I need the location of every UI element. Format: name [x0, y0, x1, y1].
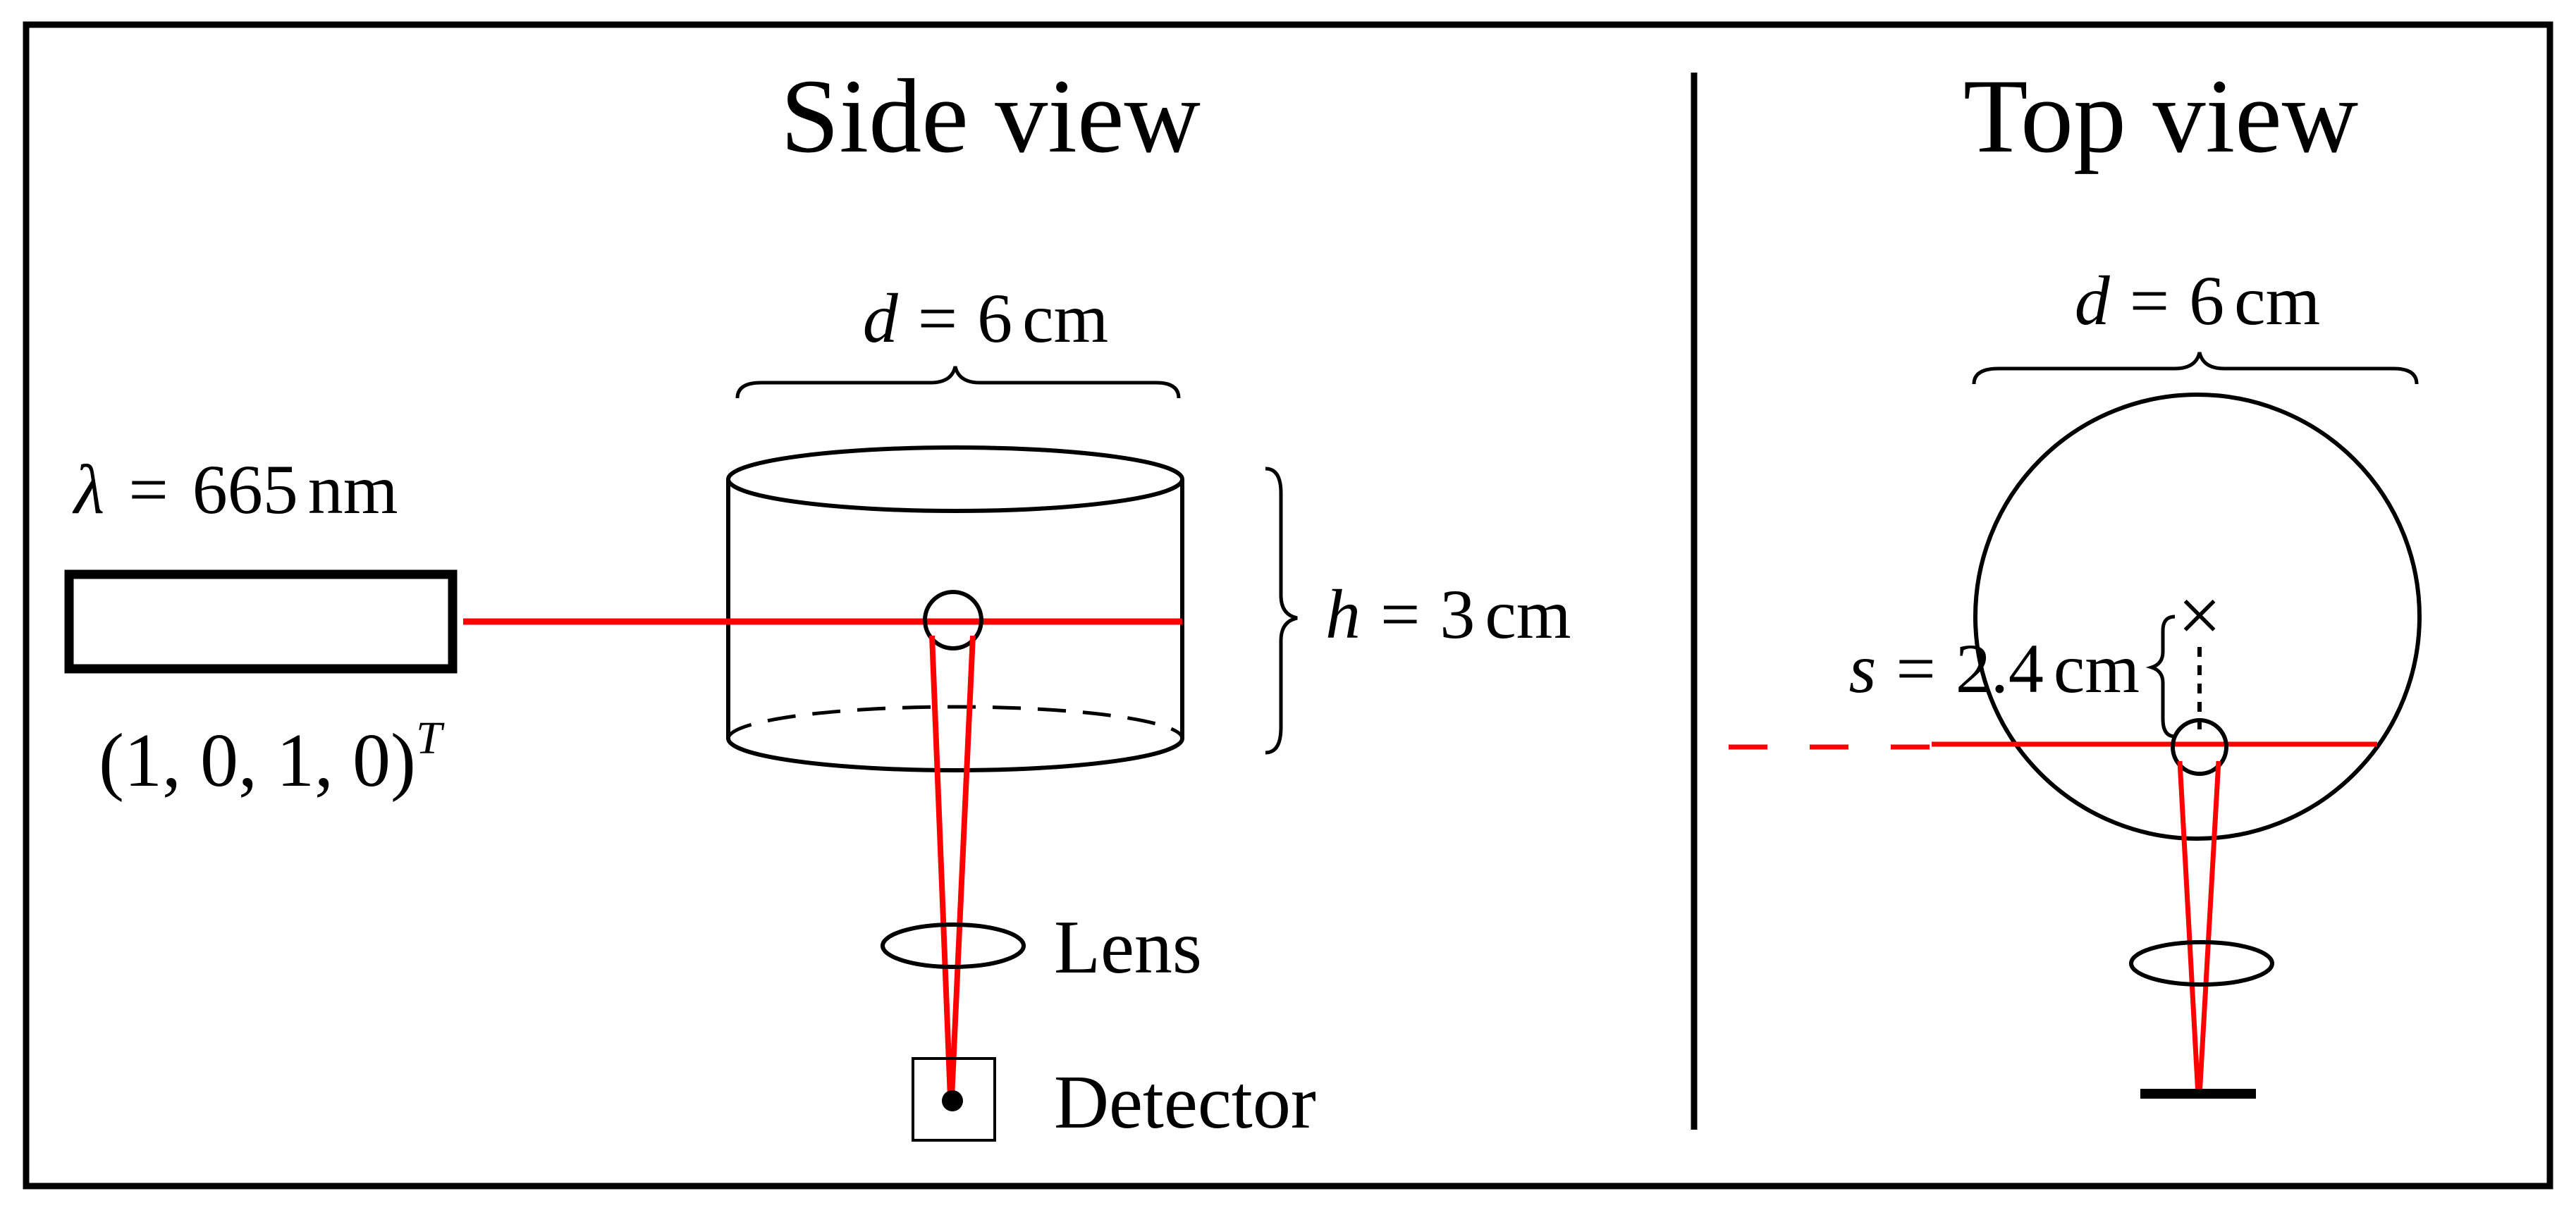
side-detector — [912, 1057, 996, 1142]
top-lens — [2129, 940, 2274, 987]
wavelength-equals: = — [128, 450, 168, 529]
wavelength-symbol: λ — [72, 450, 104, 529]
top-offset-symbol: s — [1849, 629, 1877, 708]
outer-frame — [23, 21, 2553, 1190]
top-scattered-ray-right — [2197, 760, 2221, 1097]
top-diameter-symbol: d — [2075, 261, 2111, 340]
cylinder-bottom-front — [726, 738, 1184, 772]
side-height-unit: cm — [1485, 575, 1571, 653]
side-diameter-equals: = — [918, 279, 957, 357]
polarization-superscript: T — [416, 712, 445, 764]
top-diameter-equals: = — [2130, 261, 2169, 340]
side-diameter-symbol: d — [863, 279, 899, 357]
polarization-vector: (1, 0, 1, 0) — [99, 719, 416, 803]
side-scattered-ray-right — [949, 635, 976, 1099]
top-diameter-unit: cm — [2234, 261, 2320, 340]
top-diameter-brace — [1972, 352, 2419, 385]
top-center-marker: × — [2178, 572, 2221, 658]
laser-source — [64, 569, 458, 674]
side-lens — [881, 922, 1026, 969]
side-diameter-value: 6 — [977, 279, 1012, 357]
top-scattered-ray-left — [2177, 760, 2201, 1097]
top-offset-unit: cm — [2054, 629, 2140, 708]
top-diameter-value: 6 — [2189, 261, 2224, 340]
detector-label: Detector — [1054, 1061, 1316, 1144]
side-height-symbol: h — [1325, 575, 1361, 653]
side-height-brace — [1265, 467, 1298, 755]
wavelength-value: 665 — [192, 450, 298, 529]
side-scatter-point — [923, 590, 983, 650]
sample-cylinder — [726, 445, 1184, 772]
cylinder-top — [726, 445, 1184, 513]
top-view-title: Top view — [1963, 58, 2358, 175]
top-offset-brace — [2145, 615, 2176, 739]
side-view-title: Side view — [780, 58, 1201, 175]
top-offset-equals: = — [1896, 629, 1935, 708]
cylinder-bottom-back — [726, 705, 1184, 739]
side-height-value: 3 — [1440, 575, 1475, 653]
lens-label: Lens — [1054, 906, 1202, 989]
detector-point — [942, 1090, 963, 1111]
polarization-label: (1, 0, 1, 0)T — [99, 712, 445, 803]
top-scatter-point — [2171, 718, 2228, 776]
top-cylinder-outline — [1973, 393, 2422, 841]
top-offset-value: 2.4 — [1956, 629, 2044, 708]
side-height-equals: = — [1380, 575, 1420, 653]
side-scattered-ray-left — [929, 635, 953, 1099]
side-diameter-unit: cm — [1022, 279, 1108, 357]
side-diameter-brace — [735, 366, 1181, 399]
wavelength-unit: nm — [308, 450, 398, 529]
